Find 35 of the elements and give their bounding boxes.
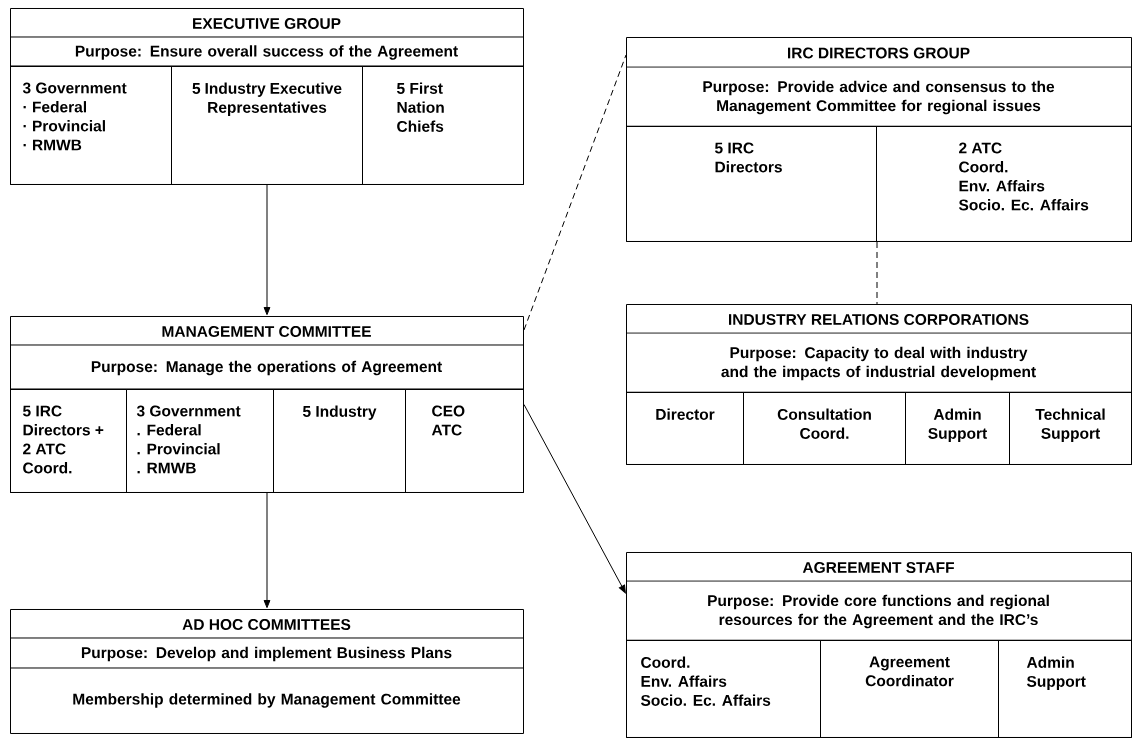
member-cell: Coord. Env. Affairs Socio. Ec. Affairs: [626, 640, 821, 738]
purpose-text: Purpose: Manage the operations of Agreement: [91, 360, 442, 376]
member-cell: Technical Support: [1009, 392, 1132, 465]
member-cell: 5 Industry: [273, 389, 406, 493]
member-cell: CEO ATC: [405, 389, 524, 493]
purpose-text: Purpose: Provide core functions and regional resources for the Agreement and the IRC’s: [708, 594, 1049, 629]
member-cell: Admin Support: [998, 640, 1132, 738]
member-cell: 5 First Nation Chiefs: [362, 66, 524, 185]
group-title: AGREEMENT STAFF: [802, 562, 954, 573]
member-cell: 2 ATC Coord. Env. Affairs Socio. Ec. Affairs: [876, 126, 1132, 242]
connector: [876, 241, 878, 305]
purpose-text: Purpose: Provide advice and consensus to the Management Committee for regional issues: [703, 80, 1055, 115]
connector: [263, 492, 271, 609]
member-cell: Agreement Coordinator: [820, 640, 999, 738]
membership-text: Membership determined by Management Committee: [73, 693, 461, 708]
group-box: [9, 609, 524, 734]
group-title: IRC DIRECTORS GROUP: [787, 47, 970, 59]
member-cell: 3 Government . Federal . Provincial . RMWB: [126, 389, 274, 493]
member-cell: 5 Industry Executive Representatives: [171, 66, 363, 185]
member-cell: Consultation Coord.: [743, 392, 906, 465]
member-cell: 5 IRC Directors + 2 ATC Coord.: [10, 389, 127, 493]
connector: [523, 54, 627, 331]
group-title: AD HOC COMMITTEES: [182, 619, 351, 630]
purpose-text: Purpose: Develop and implement Business Plans: [81, 646, 452, 662]
purpose-text: Purpose: Ensure overall success of the Agreement: [75, 45, 458, 60]
connector: [523, 404, 626, 594]
group-title: MANAGEMENT COMMITTEE: [162, 326, 371, 337]
purpose-text: Purpose: Capacity to deal with industry and the impacts of industrial development: [721, 346, 1036, 381]
member-cell: 3 Government · Federal · Provincial · RMWB: [10, 66, 172, 185]
group-title: INDUSTRY RELATIONS CORPORATIONS: [729, 314, 1029, 325]
member-cell: Director: [626, 392, 744, 465]
member-cell: 5 IRC Directors: [626, 126, 877, 242]
connector: [263, 184, 271, 316]
group-title: EXECUTIVE GROUP: [193, 18, 341, 29]
member-cell: Admin Support: [905, 392, 1010, 465]
